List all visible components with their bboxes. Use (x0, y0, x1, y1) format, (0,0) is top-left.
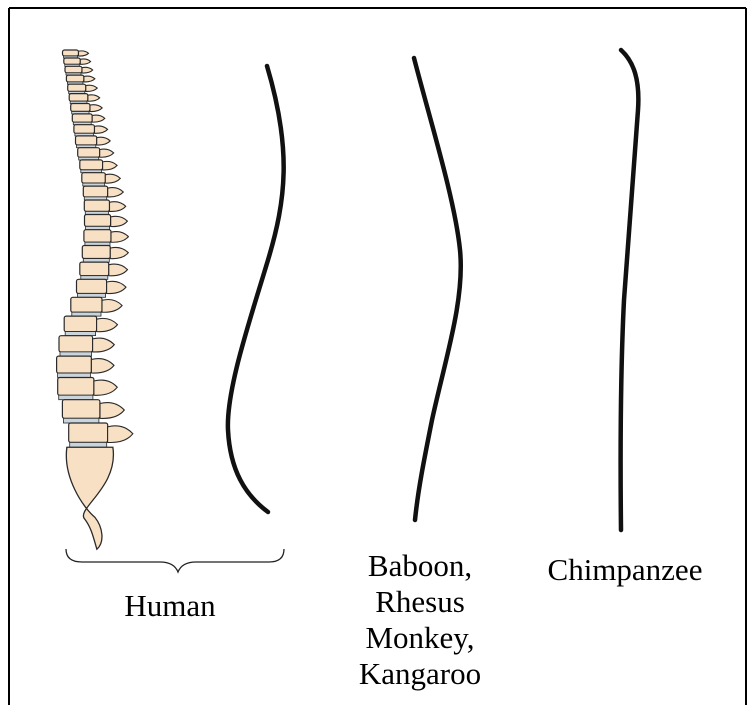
vertebra-process (84, 76, 95, 82)
vertebra (69, 94, 88, 102)
vertebra (78, 148, 100, 158)
vertebra (59, 336, 93, 352)
vertebra-process (100, 403, 124, 419)
vertebra (85, 215, 111, 227)
vertebra (84, 230, 111, 243)
vertebra-process (90, 105, 102, 112)
vertebra-process (110, 247, 128, 258)
vertebra-process (105, 174, 120, 183)
vertebra-process (95, 126, 108, 133)
vertebra-process (79, 51, 89, 56)
label-chimpanzee: Chimpanzee (540, 552, 710, 588)
vertebra (84, 200, 109, 211)
intervertebral-disc (70, 442, 107, 447)
vertebra (58, 378, 94, 396)
vertebra-process (97, 137, 111, 145)
label-human: Human (95, 588, 245, 624)
vertebra (72, 114, 92, 122)
vertebra-process (93, 338, 115, 352)
vertebra (57, 356, 92, 373)
vertebra-process (103, 161, 118, 170)
vertebra-process (111, 216, 128, 226)
vertebra (64, 316, 96, 332)
sacrum-coccyx (66, 447, 113, 549)
intervertebral-disc (60, 352, 92, 356)
vertebra (63, 50, 79, 56)
vertebra-process (91, 359, 114, 373)
vertebra-process (94, 380, 117, 395)
intervertebral-disc (65, 332, 95, 336)
vertebra (66, 75, 84, 82)
curly-brace (66, 549, 284, 572)
vertebra (71, 104, 90, 112)
intervertebral-disc (58, 373, 91, 377)
vertebra-process (97, 318, 118, 331)
vertebra-process (88, 95, 100, 101)
vertebra (64, 58, 81, 64)
vertebra-process (82, 67, 93, 73)
vertebra-process (108, 188, 124, 197)
vertebra-process (107, 281, 126, 293)
vertebra (71, 297, 102, 312)
vertebra-process (86, 85, 97, 91)
label-line: Kangaroo (345, 656, 495, 692)
vertebra (65, 66, 82, 73)
label-baboon-rhesus-kangaroo: Baboon, Rhesus Monkey, Kangaroo (345, 548, 495, 692)
vertebra (80, 262, 109, 276)
label-line: Rhesus (345, 584, 495, 620)
label-line: Monkey, (345, 620, 495, 656)
human-spine-illustration (57, 50, 133, 549)
vertebra (82, 246, 110, 259)
vertebra-process (80, 59, 90, 64)
vertebra (69, 423, 108, 442)
baboon-spine-curve (414, 58, 461, 520)
intervertebral-disc (63, 418, 99, 423)
vertebra (74, 125, 95, 134)
intervertebral-disc (59, 395, 93, 400)
vertebra-process (102, 299, 122, 312)
vertebra-process (108, 426, 133, 443)
vertebra (77, 279, 107, 293)
vertebra-process (110, 202, 126, 212)
vertebra-process (92, 115, 105, 122)
vertebra (83, 186, 107, 197)
vertebra (62, 400, 100, 419)
vertebra (80, 160, 103, 170)
vertebra-process (100, 149, 114, 157)
chimpanzee-spine-curve (621, 50, 639, 530)
vertebra-process (111, 232, 128, 243)
human-spine-curve (228, 66, 284, 512)
vertebra-process (109, 264, 128, 276)
vertebra (82, 173, 106, 183)
label-line: Baboon, (345, 548, 495, 584)
vertebra (76, 136, 97, 145)
vertebra (68, 84, 86, 91)
